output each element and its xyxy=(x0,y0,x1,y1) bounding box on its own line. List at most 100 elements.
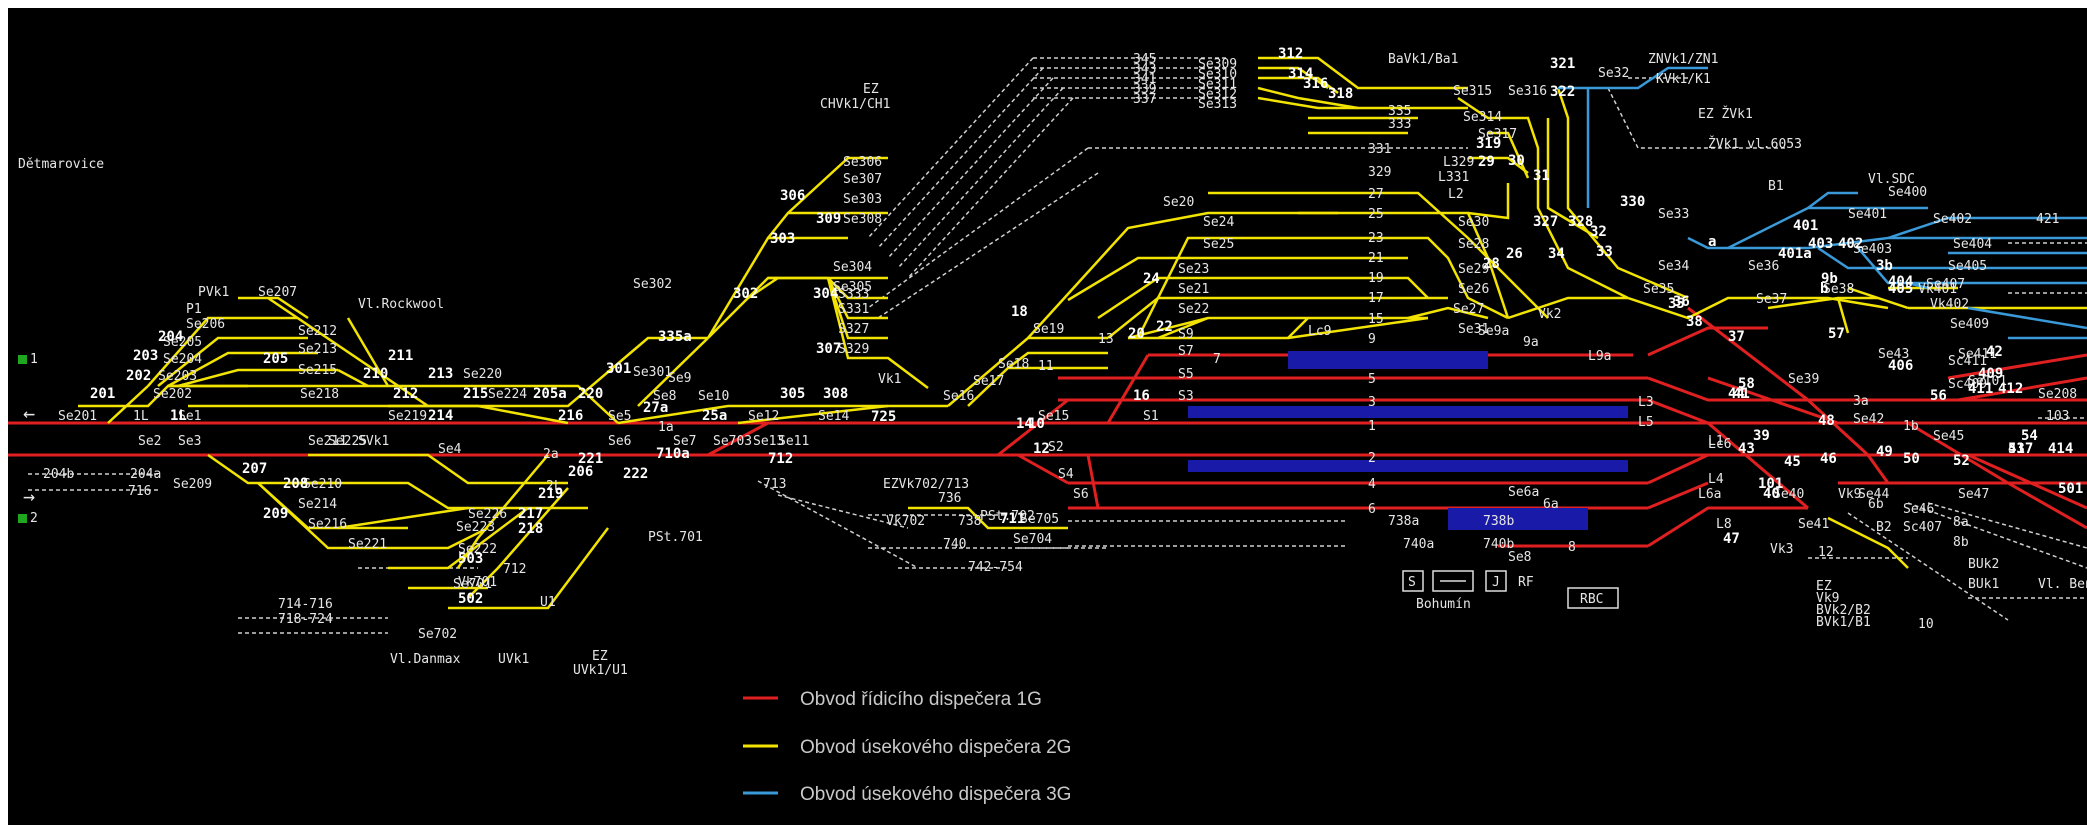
signal-label[interactable]: Se18 xyxy=(998,357,1029,372)
route-number[interactable]: 201 xyxy=(90,386,115,402)
signal-label[interactable]: Se309 xyxy=(1198,57,1237,72)
signal-label[interactable]: Se209 xyxy=(173,477,212,492)
signal-label[interactable]: Se9a xyxy=(1478,324,1509,339)
route-number[interactable]: 26 xyxy=(1506,246,1523,262)
route-number[interactable]: 309 xyxy=(816,211,841,227)
route-number[interactable]: 308 xyxy=(823,386,848,402)
dashed-route-label[interactable]: 421 xyxy=(2036,212,2059,227)
signal-label[interactable]: Se47 xyxy=(1958,487,1989,502)
signal-label[interactable]: Se35 xyxy=(1643,282,1674,297)
signal-label[interactable]: Se312 xyxy=(1198,87,1237,102)
signal-label[interactable]: Se409 xyxy=(1950,317,1989,332)
route-number[interactable]: 321 xyxy=(1550,56,1575,72)
signal-label[interactable]: Vk9 xyxy=(1838,487,1861,502)
signal-label[interactable]: Se17 xyxy=(973,374,1004,389)
route-number[interactable]: 211 xyxy=(388,348,413,364)
route-number[interactable]: 316 xyxy=(1303,76,1328,92)
route-number[interactable]: 207 xyxy=(242,461,267,477)
signal-label[interactable]: Se215 xyxy=(298,363,337,378)
route-number[interactable]: 406 xyxy=(1888,358,1913,374)
signal-label[interactable]: Se220 xyxy=(463,367,502,382)
route-number[interactable]: 219 xyxy=(538,486,563,502)
route-number[interactable]: 28 xyxy=(1483,256,1500,272)
route-number[interactable]: 33 xyxy=(1596,244,1613,260)
route-number[interactable]: 53 xyxy=(2008,441,2025,457)
route-number[interactable]: 24 xyxy=(1143,271,1160,287)
signal-label[interactable]: Se5 xyxy=(608,409,631,424)
route-number[interactable]: 50 xyxy=(1903,451,1920,467)
signal-label[interactable]: Vk401 xyxy=(1918,282,1957,297)
route-number[interactable]: 57 xyxy=(1828,326,1845,342)
route-number[interactable]: 52 xyxy=(1953,453,1970,469)
route-number[interactable]: 302 xyxy=(733,286,758,302)
signal-label[interactable]: Se9 xyxy=(668,371,691,386)
route-number[interactable]: 27a xyxy=(643,400,668,416)
route-number[interactable]: 222 xyxy=(623,466,648,482)
signal-label[interactable]: Se703 xyxy=(713,434,752,449)
signal-label[interactable]: Vk402 xyxy=(1930,297,1969,312)
route-number[interactable]: 212 xyxy=(393,386,418,402)
signal-label[interactable]: Se704 xyxy=(1013,532,1052,547)
dashed-route-label[interactable]: 8a xyxy=(1953,515,1969,530)
dashed-route-label[interactable]: 738b xyxy=(1483,514,1514,529)
signal-label[interactable]: Se29 xyxy=(1458,262,1489,277)
signal-label[interactable]: Sc409 xyxy=(1948,377,1987,392)
route-number[interactable]: 307 xyxy=(816,341,841,357)
signal-label[interactable]: Vk3 xyxy=(1770,542,1793,557)
signal-label[interactable]: S329 xyxy=(838,342,869,357)
route-number[interactable]: 411 xyxy=(1968,381,1993,397)
track-symbol-box[interactable] xyxy=(1432,570,1474,592)
route-number[interactable]: 314 xyxy=(1288,66,1313,82)
route-number[interactable]: 305 xyxy=(780,386,805,402)
route-number[interactable]: 304 xyxy=(813,286,838,302)
dashed-route-label[interactable]: 740b xyxy=(1483,537,1514,552)
signal-label[interactable]: Vk701 xyxy=(458,575,497,590)
dashed-route-label[interactable]: 12 xyxy=(1818,545,1834,560)
route-number[interactable]: 210 xyxy=(363,366,388,382)
signal-label[interactable]: Se11 xyxy=(778,434,809,449)
route-number[interactable]: 209 xyxy=(263,506,288,522)
signal-label[interactable]: S6 xyxy=(1073,487,1089,502)
signal-label[interactable]: Se3 xyxy=(178,434,201,449)
rbc-box[interactable] xyxy=(1567,587,1619,609)
signal-label[interactable]: Se204 xyxy=(163,352,202,367)
route-number[interactable]: 30 xyxy=(1508,153,1525,169)
route-number[interactable]: 49 xyxy=(1876,444,1893,460)
dashed-route-label[interactable]: 204a xyxy=(130,467,161,482)
signal-label[interactable]: P1 xyxy=(186,302,202,317)
route-number[interactable]: 322 xyxy=(1550,84,1575,100)
route-number[interactable]: 58 xyxy=(1738,376,1755,392)
route-number[interactable]: 3b xyxy=(1876,258,1893,274)
signal-label[interactable]: Se36 xyxy=(1748,259,1779,274)
route-number[interactable]: 10 xyxy=(1028,416,1045,432)
track-1-indicator[interactable] xyxy=(18,355,27,364)
signal-label[interactable]: Se27 xyxy=(1453,302,1484,317)
route-number[interactable]: 214 xyxy=(428,408,453,424)
signal-label[interactable]: Se213 xyxy=(298,342,337,357)
route-number[interactable]: 330 xyxy=(1620,194,1645,210)
route-number[interactable]: 31 xyxy=(1533,168,1550,184)
signal-label[interactable]: Se34 xyxy=(1658,259,1689,274)
signal-label[interactable]: Se402 xyxy=(1933,212,1972,227)
signal-label[interactable]: Vk2 xyxy=(1538,307,1561,322)
route-number[interactable]: 711 xyxy=(1000,511,1025,527)
route-number[interactable]: 409 xyxy=(1978,366,2003,382)
signal-label[interactable]: Se400 xyxy=(1888,185,1927,200)
signal-label[interactable]: Sc407 xyxy=(1903,520,1942,535)
route-number[interactable]: 220 xyxy=(578,386,603,402)
signal-label[interactable]: Lc9 xyxy=(1308,324,1331,339)
dashed-route-label[interactable]: 740a xyxy=(1403,537,1434,552)
dashed-route-label[interactable]: 718-724 xyxy=(278,612,333,627)
signal-label[interactable]: Se301 xyxy=(633,365,672,380)
route-number[interactable]: 56 xyxy=(1930,388,1947,404)
j-box[interactable] xyxy=(1485,570,1507,592)
route-number[interactable]: 401a xyxy=(1778,246,1812,262)
route-number[interactable]: 327 xyxy=(1533,214,1558,230)
signal-label[interactable]: L8 xyxy=(1716,517,1732,532)
signal-label[interactable]: Se22 xyxy=(1178,302,1209,317)
signal-label[interactable]: Se315 xyxy=(1453,84,1492,99)
signal-label[interactable]: Se37 xyxy=(1756,292,1787,307)
signal-label[interactable]: Se10 xyxy=(698,389,729,404)
signal-label[interactable]: Se206 xyxy=(186,317,225,332)
occupied-track-1a[interactable] xyxy=(1188,406,1628,418)
